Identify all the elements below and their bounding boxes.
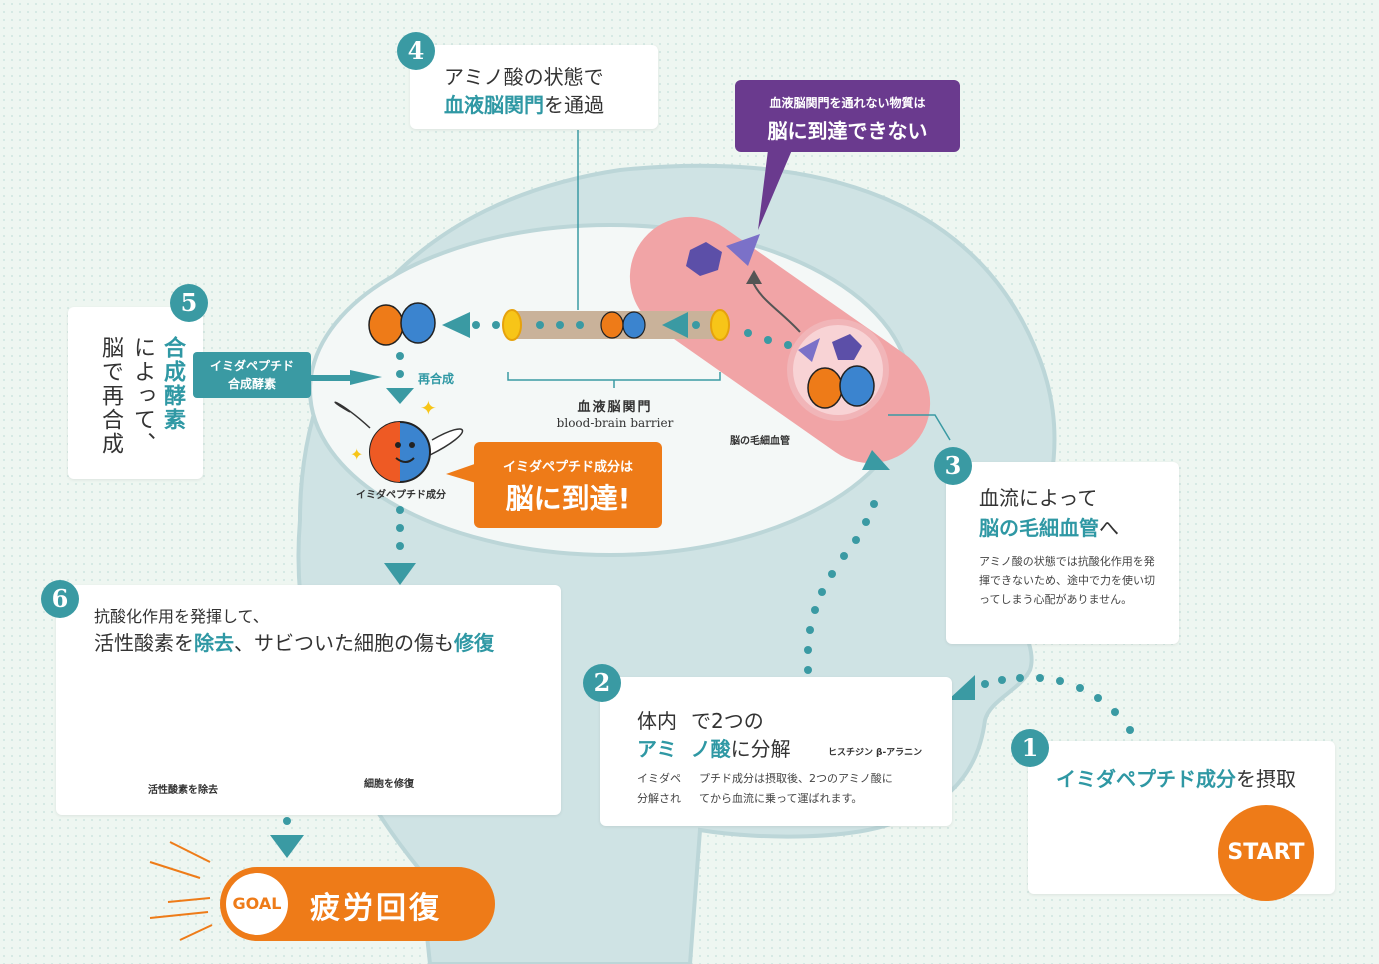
step3-line1: 血流によって	[979, 486, 1098, 510]
step1-text-rest: を摂取	[1236, 767, 1296, 791]
step6-highlight-1: 除去	[194, 631, 234, 655]
step4-line2-rest: を通過	[544, 93, 604, 117]
step1-card: イミダペプチド成分を摂取 START	[1028, 741, 1335, 901]
start-button[interactable]: START	[1218, 805, 1314, 901]
enzyme-line2: 合成酵素	[227, 377, 276, 391]
cube-substance-icon	[686, 242, 722, 276]
step4-highlight: 血液脳関門	[444, 93, 544, 117]
step3-card: 血流によって 脳の毛細血管へ アミノ酸の状態では抗酸化作用を発揮できないため、途…	[946, 462, 1179, 644]
purple-bubble-line1: 血液脳関門を通れない物質は	[769, 96, 926, 110]
step4-card: アミノ酸の状態で 血液脳関門を通過	[410, 45, 658, 129]
step3-line2-rest: へ	[1099, 516, 1119, 540]
step2-line1-a: 体内	[637, 709, 677, 733]
repair-label: 細胞を修復	[364, 779, 414, 790]
step2-line1-b: で2つの	[691, 709, 764, 733]
imidapeptide-mascot: ✦ ✦	[334, 396, 464, 483]
orange-bubble: イミダペプチド成分は 脳に到達!	[474, 442, 662, 528]
capillary-label: 脳の毛細血管	[730, 436, 790, 447]
step4-line1: アミノ酸の状態で	[444, 65, 604, 89]
imidapeptide-label: イミダペプチド成分	[356, 490, 446, 501]
remove-label: 活性酸素を除去	[148, 785, 218, 796]
bbb-label-en: blood-brain barrier	[556, 416, 674, 430]
step2-desc-a: イミダペ	[637, 772, 681, 785]
alanine-label: β-アラニン	[876, 748, 923, 758]
step2-desc-b: プチド成分は摂取後、2つのアミノ酸に	[699, 772, 893, 785]
step5-card	[68, 307, 203, 479]
step4-number: 4	[397, 32, 435, 70]
purple-bubble-tail	[758, 150, 792, 230]
step6-line1: 抗酸化作用を発揮して、	[94, 607, 269, 626]
step6-highlight-2: 修復	[454, 631, 494, 655]
pyramid-substance-icon	[726, 234, 760, 266]
amino-acid-pair-bbb	[600, 311, 646, 339]
capillary-cross-section	[787, 319, 889, 421]
bbb-label-jp: 血液脳関門	[577, 400, 653, 415]
step6-card: 抗酸化作用を発揮して、 活性酸素を除去、サビついた細胞の傷も修復 活性酸素を除去…	[56, 585, 561, 815]
step1-highlight: イミダペプチド成分	[1056, 767, 1236, 791]
purple-bubble: 血液脳関門を通れない物質は 脳に到達できない	[735, 80, 960, 152]
step3-highlight: 脳の毛細血管	[979, 516, 1099, 540]
resynth-label: 再合成	[418, 372, 455, 386]
enzyme-tag: イミダペプチド 合成酵素	[193, 352, 311, 398]
goal-text: 疲労回復	[310, 891, 442, 926]
step5-col2: によって、	[130, 336, 155, 456]
svg-text:✦: ✦	[420, 396, 437, 420]
step5-number: 5	[170, 284, 208, 322]
enzyme-line1: イミダペプチド	[209, 359, 294, 373]
step2-desc-d: てから血流に乗って運ばれます。	[699, 792, 863, 805]
step3-desc: アミノ酸の状態では抗酸化作用を発揮できないため、途中で力を使い切ってしまう心配が…	[979, 555, 1155, 606]
step6-number: 6	[41, 580, 79, 618]
step6-line2-a: 活性酸素を	[94, 631, 194, 655]
step1-number: 1	[1011, 729, 1049, 767]
amino-acid-pair-brain	[368, 302, 436, 346]
step6-line2-b: 、サビついた細胞の傷も	[234, 631, 454, 655]
step3-number: 3	[934, 447, 972, 485]
step5-col3: 脳で再合成	[98, 336, 123, 456]
purple-bubble-line2: 脳に到達できない	[767, 119, 928, 143]
goal-banner: GOAL 疲労回復	[220, 867, 495, 941]
histidine-label: ヒスチジン	[828, 748, 874, 758]
orange-bubble-line2: 脳に到達!	[505, 482, 631, 515]
step2-line2-rest: に分解	[730, 737, 791, 761]
step2-card: 体内で2つの アミノ酸に分解 イミダペ プチド成分は摂取後、2つのアミノ酸に 分解…	[600, 677, 952, 826]
svg-text:✦: ✦	[350, 445, 363, 464]
step5-col1: 合成酵素	[160, 336, 185, 432]
goal-badge: GOAL	[226, 873, 288, 935]
step2-highlight-2: ノ酸	[690, 737, 731, 761]
step2-desc-c: 分解され	[637, 792, 681, 805]
orange-bubble-line1: イミダペプチド成分は	[502, 460, 633, 475]
step2-number: 2	[583, 664, 621, 702]
step2-highlight-1: アミ	[637, 737, 677, 761]
amino-acid-pair-capillary	[807, 365, 875, 409]
